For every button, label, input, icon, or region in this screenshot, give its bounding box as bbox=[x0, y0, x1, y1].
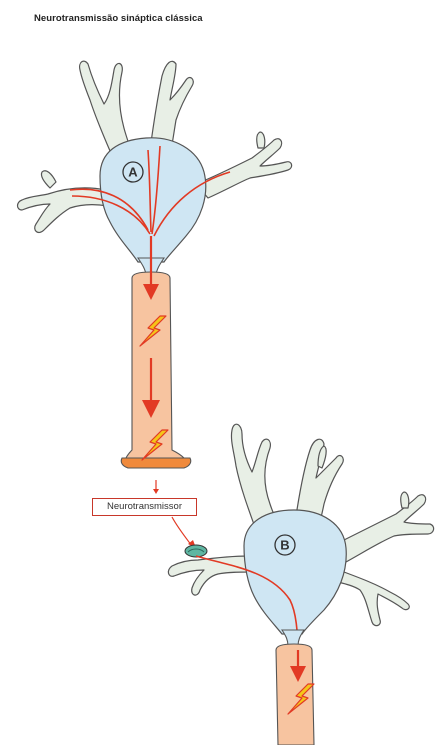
neuron-b-axon bbox=[276, 644, 314, 745]
release-arrow bbox=[153, 480, 159, 494]
neurotransmitter-connector-arrow bbox=[172, 517, 192, 546]
neuron-a-axon-terminal bbox=[121, 458, 191, 468]
neuron-a-label: A bbox=[128, 165, 138, 180]
neuron-a-cell-body bbox=[100, 138, 206, 262]
neurotransmitter-label-box: Neurotransmissor bbox=[92, 498, 197, 516]
neuron-a: A bbox=[18, 61, 292, 468]
neuron-a-axon bbox=[126, 272, 184, 458]
neuron-b-label: B bbox=[280, 538, 289, 553]
synaptic-receptor bbox=[185, 545, 207, 557]
neuron-b: B bbox=[168, 424, 433, 745]
